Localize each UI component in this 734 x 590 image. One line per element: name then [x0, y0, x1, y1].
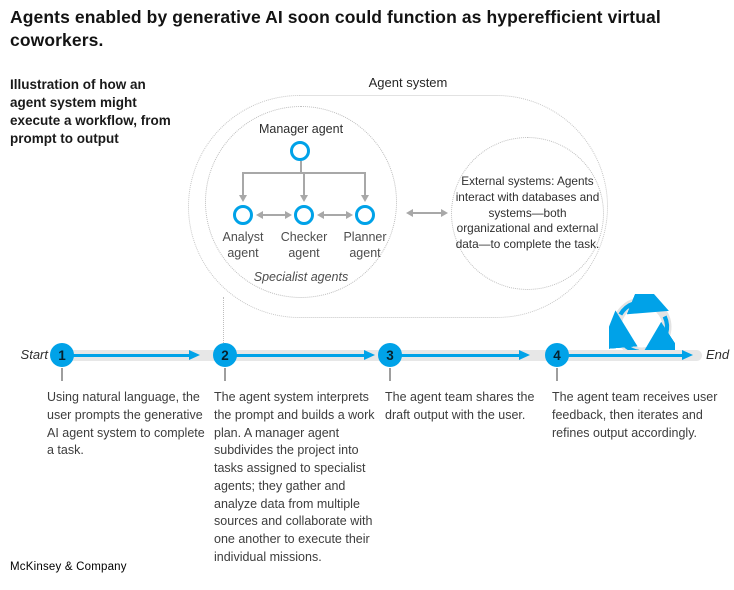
planner-agent-node: [355, 205, 375, 225]
page-title: Agents enabled by generative AI soon cou…: [10, 7, 661, 51]
step-tick-2: [224, 368, 226, 381]
manager-agent-node: [290, 141, 310, 161]
analyst-agent-label: Analyst agent: [222, 230, 264, 260]
step-text-3: The agent team shares the draft output w…: [385, 390, 535, 422]
specialist-agents-circle: [205, 106, 397, 298]
end-label: End: [706, 347, 730, 362]
timeline-band: [52, 349, 702, 361]
step-circle-1: 1: [50, 343, 74, 367]
flow-arrowhead-4: [682, 349, 693, 360]
step-tick-1: [61, 368, 63, 381]
tree-stem-line: [300, 161, 302, 172]
analyst-checker-arrow: [256, 210, 292, 220]
start-label: Start: [20, 347, 48, 362]
step-number-4: 4: [553, 347, 561, 363]
intro-note: Illustration of how an agent system migh…: [10, 77, 171, 147]
agent-system-label: Agent system: [368, 75, 448, 90]
checker-agent-label: Checker agent: [280, 230, 328, 260]
flow-arrowhead-1: [189, 349, 200, 360]
flow-arrowhead-3: [519, 349, 530, 360]
step-number-1: 1: [58, 347, 66, 363]
step-text-1: Using natural language, the user prompts…: [47, 390, 205, 458]
step-circle-4: 4: [545, 343, 569, 367]
agents-external-arrow: [406, 208, 448, 218]
checker-agent-node: [294, 205, 314, 225]
step-tick-3: [389, 368, 391, 381]
step-tick-4: [556, 368, 558, 381]
agent-system-boundary: [188, 95, 608, 318]
flow-line-1: [72, 353, 190, 357]
tree-arrow-down-right: [360, 172, 370, 202]
external-systems-circle: External systems: Agents interact with d…: [451, 137, 604, 290]
flow-line-2: [236, 353, 364, 357]
flow-arrowhead-2: [364, 349, 375, 360]
analyst-agent-node: [233, 205, 253, 225]
manager-agent-label: Manager agent: [258, 122, 344, 136]
flow-line-3: [401, 353, 519, 357]
step-text-4: The agent team receives user feedback, t…: [552, 390, 718, 440]
brand-signature: McKinsey & Company: [10, 561, 127, 573]
planner-agent-label: Planner agent: [343, 230, 387, 260]
step-number-3: 3: [386, 347, 394, 363]
flow-line-4: [568, 353, 682, 357]
step-number-2: 2: [221, 347, 229, 363]
step-text-2: The agent system interprets the prompt a…: [214, 390, 375, 564]
tree-arrow-down-left: [238, 172, 248, 202]
step-circle-3: 3: [378, 343, 402, 367]
step-circle-2: 2: [213, 343, 237, 367]
external-systems-text: External systems: Agents interact with d…: [455, 174, 600, 252]
checker-planner-arrow: [317, 210, 353, 220]
system-to-step2-connector: [223, 297, 224, 343]
tree-arrow-down-center: [299, 172, 309, 202]
specialist-agents-caption: Specialist agents: [253, 270, 349, 284]
